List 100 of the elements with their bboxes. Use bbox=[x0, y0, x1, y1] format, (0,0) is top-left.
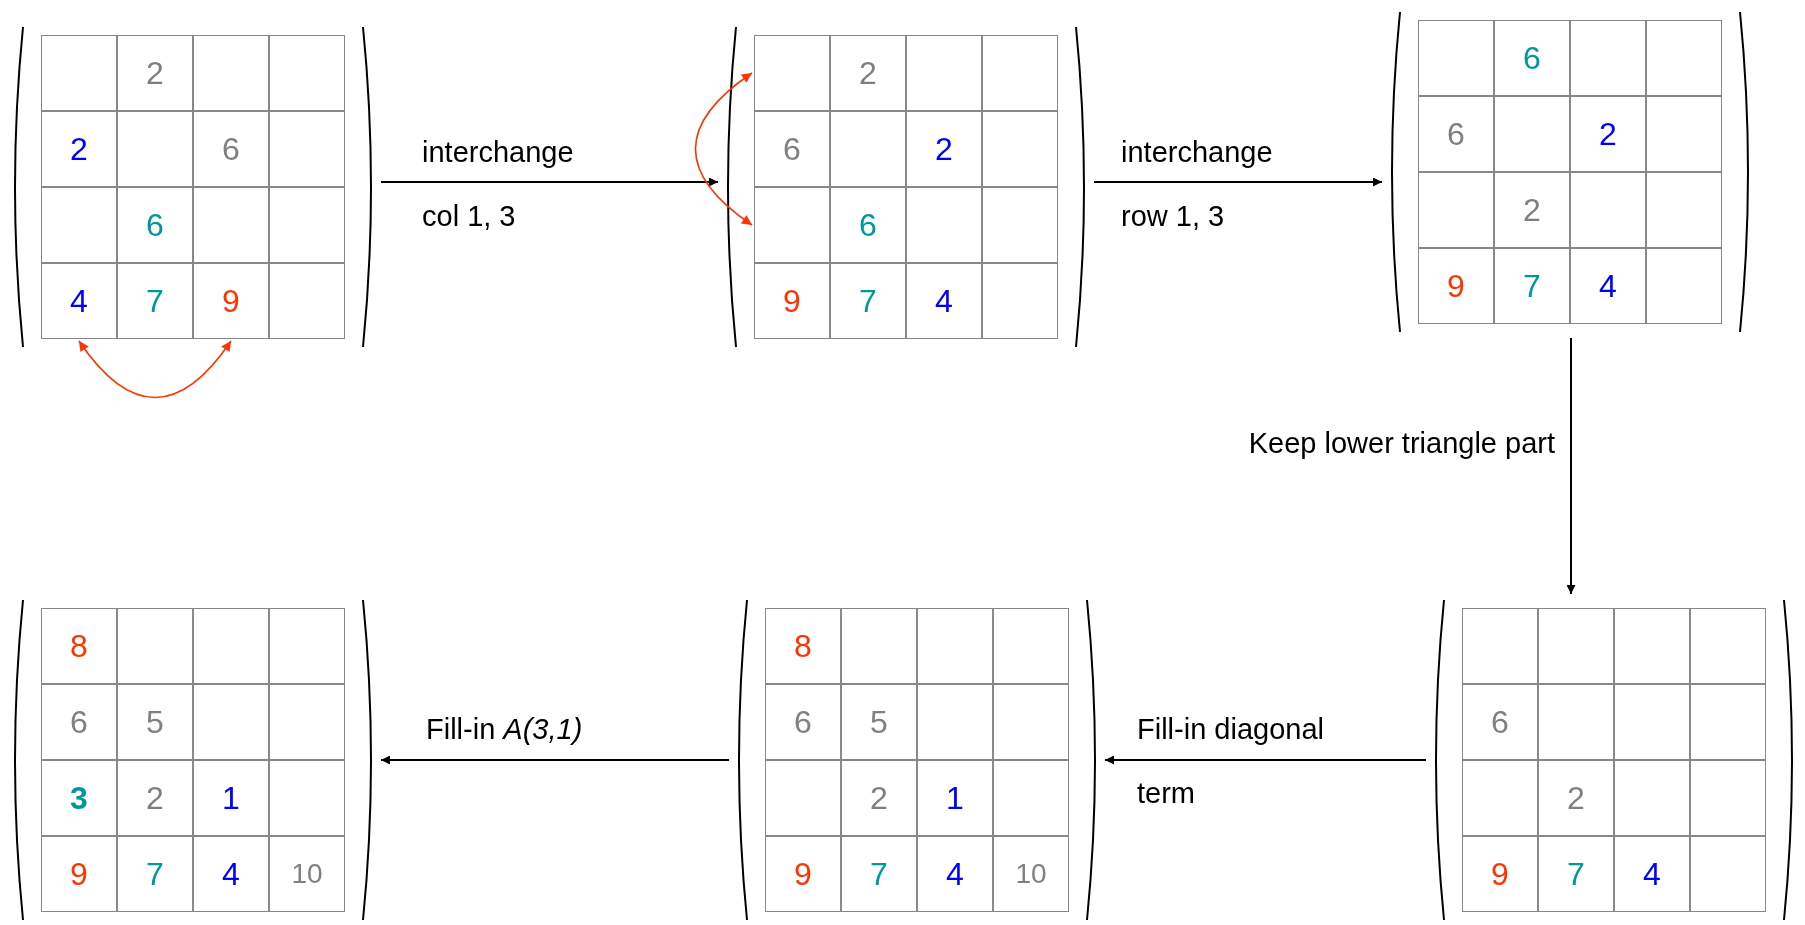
matrix-cell: 7 bbox=[117, 263, 193, 339]
matrix-cell bbox=[1418, 172, 1494, 248]
matrix-cell: 6 bbox=[754, 111, 830, 187]
matrix-cell bbox=[1538, 684, 1614, 760]
arrow bbox=[380, 177, 719, 187]
matrix-cell: 7 bbox=[1538, 836, 1614, 912]
matrix bbox=[724, 25, 1088, 349]
matrix-cell bbox=[269, 684, 345, 760]
matrix-cell: 9 bbox=[1418, 248, 1494, 324]
swap-arrow bbox=[78, 340, 232, 399]
matrix-cell bbox=[1570, 20, 1646, 96]
matrix-cell bbox=[982, 263, 1058, 339]
matrix-cell bbox=[993, 760, 1069, 836]
matrix-cell bbox=[41, 35, 117, 111]
matrix-cell: 3 bbox=[41, 760, 117, 836]
matrix-cell: 2 bbox=[1538, 760, 1614, 836]
matrix-cell: 4 bbox=[1614, 836, 1690, 912]
matrix-cell bbox=[765, 760, 841, 836]
matrix-cell bbox=[917, 608, 993, 684]
matrix-cell: 1 bbox=[917, 760, 993, 836]
arrow bbox=[1566, 337, 1576, 595]
matrix-cell bbox=[1690, 684, 1766, 760]
matrix-cell bbox=[1614, 608, 1690, 684]
matrix-cell bbox=[1462, 608, 1538, 684]
matrix-cell: 9 bbox=[193, 263, 269, 339]
edge-label: interchange col 1, 3 bbox=[422, 135, 575, 234]
matrix-cell bbox=[993, 608, 1069, 684]
matrix-cell: 4 bbox=[193, 836, 269, 912]
matrix-cell: 9 bbox=[754, 263, 830, 339]
edge-label: interchange row 1, 3 bbox=[1121, 135, 1274, 234]
matrix-cell bbox=[193, 608, 269, 684]
matrix-cell: 2 bbox=[841, 760, 917, 836]
matrix-cell bbox=[1690, 608, 1766, 684]
matrix-cell bbox=[1646, 172, 1722, 248]
matrix bbox=[1388, 10, 1752, 334]
edge-label: Keep lower triangle part bbox=[1247, 426, 1555, 461]
matrix-cell bbox=[1494, 96, 1570, 172]
arrow bbox=[380, 755, 730, 765]
matrix-cell bbox=[906, 35, 982, 111]
matrix-cell bbox=[754, 187, 830, 263]
matrix-cell: 7 bbox=[830, 263, 906, 339]
matrix-cell: 6 bbox=[193, 111, 269, 187]
matrix-cell: 9 bbox=[41, 836, 117, 912]
matrix-cell: 2 bbox=[1570, 96, 1646, 172]
matrix-cell bbox=[269, 263, 345, 339]
matrix-cell bbox=[1614, 760, 1690, 836]
matrix-cell: 6 bbox=[830, 187, 906, 263]
matrix bbox=[1432, 598, 1796, 922]
matrix-cell: 6 bbox=[117, 187, 193, 263]
matrix-cell bbox=[117, 608, 193, 684]
matrix-cell: 7 bbox=[117, 836, 193, 912]
matrix-cell bbox=[841, 608, 917, 684]
matrix-cell: 4 bbox=[917, 836, 993, 912]
matrix-cell bbox=[906, 187, 982, 263]
matrix bbox=[11, 25, 375, 349]
matrix-cell: 10 bbox=[993, 836, 1069, 912]
matrix-cell bbox=[1538, 608, 1614, 684]
matrix-cell bbox=[1614, 684, 1690, 760]
matrix-cell: 8 bbox=[41, 608, 117, 684]
matrix-cell: 4 bbox=[41, 263, 117, 339]
matrix-cell: 6 bbox=[41, 684, 117, 760]
matrix-cell bbox=[41, 187, 117, 263]
matrix bbox=[11, 598, 375, 922]
matrix-cell bbox=[269, 35, 345, 111]
matrix-cell bbox=[269, 187, 345, 263]
matrix-cell: 4 bbox=[906, 263, 982, 339]
matrix-cell bbox=[269, 760, 345, 836]
matrix-cell: 2 bbox=[117, 35, 193, 111]
arrow bbox=[1104, 755, 1427, 765]
matrix-cell bbox=[993, 684, 1069, 760]
edge-label: Fill-in A(3,1) bbox=[426, 712, 584, 747]
matrix-cell bbox=[982, 187, 1058, 263]
matrix-cell: 2 bbox=[41, 111, 117, 187]
matrix-cell bbox=[1690, 760, 1766, 836]
matrix-cell: 2 bbox=[117, 760, 193, 836]
matrix-cell: 9 bbox=[1462, 836, 1538, 912]
matrix-cell bbox=[1690, 836, 1766, 912]
matrix-cell bbox=[1646, 20, 1722, 96]
matrix-cell bbox=[269, 608, 345, 684]
matrix-cell bbox=[193, 187, 269, 263]
matrix-cell: 5 bbox=[117, 684, 193, 760]
matrix-cell: 6 bbox=[1494, 20, 1570, 96]
matrix-cell: 2 bbox=[830, 35, 906, 111]
matrix-cell: 1 bbox=[193, 760, 269, 836]
matrix-cell: 8 bbox=[765, 608, 841, 684]
matrix-cell: 9 bbox=[765, 836, 841, 912]
matrix bbox=[735, 598, 1099, 922]
matrix-cell bbox=[1418, 20, 1494, 96]
arrow bbox=[1093, 177, 1383, 187]
edge-label: Fill-in diagonal term bbox=[1137, 712, 1325, 811]
matrix-cell bbox=[193, 35, 269, 111]
matrix-cell bbox=[1646, 96, 1722, 172]
matrix-cell: 2 bbox=[906, 111, 982, 187]
matrix-cell bbox=[1462, 760, 1538, 836]
matrix-cell: 7 bbox=[1494, 248, 1570, 324]
matrix-cell: 4 bbox=[1570, 248, 1646, 324]
matrix-cell bbox=[1570, 172, 1646, 248]
matrix-cell: 5 bbox=[841, 684, 917, 760]
matrix-cell: 7 bbox=[841, 836, 917, 912]
matrix-cell bbox=[1646, 248, 1722, 324]
